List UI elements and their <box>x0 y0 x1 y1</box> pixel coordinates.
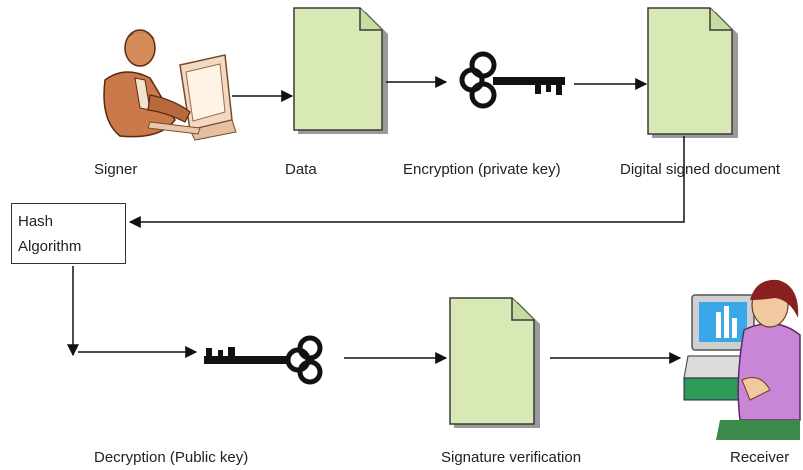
document-icon <box>449 297 540 428</box>
document-icon <box>293 7 388 134</box>
encryption-label: Encryption (private key) <box>403 161 561 178</box>
receiver-label: Receiver <box>730 449 790 466</box>
receiver-figure-icon <box>683 279 801 440</box>
hash-algorithm-line1: Hash <box>18 213 54 230</box>
signer-label: Signer <box>94 161 138 178</box>
hash-algorithm-box: Hash Algorithm <box>11 203 126 264</box>
signature-verification-label: Signature verification <box>441 449 582 466</box>
data-label: Data <box>285 161 317 178</box>
key-icon <box>204 335 323 385</box>
digital-signed-document-label: Digital signed document <box>620 161 781 178</box>
flow-arrows <box>67 76 685 364</box>
key-icon <box>459 51 565 109</box>
hash-algorithm-line2: Algorithm <box>18 238 82 255</box>
signer-figure-icon <box>103 29 237 141</box>
decryption-label: Decryption (Public key) <box>94 449 249 466</box>
document-icon <box>647 7 738 138</box>
arrow-signed-doc-to-hash <box>128 136 685 228</box>
